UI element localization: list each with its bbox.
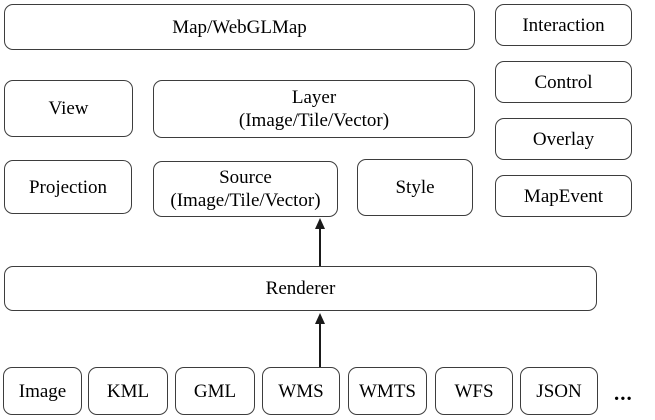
node-mapevent-label: MapEvent — [523, 185, 604, 207]
more-formats-ellipsis: ... — [614, 381, 633, 405]
node-overlay: Overlay — [495, 118, 632, 160]
node-interaction: Interaction — [495, 4, 632, 46]
node-format-kml-label: KML — [106, 380, 150, 402]
node-format-wmts-label: WMTS — [359, 380, 416, 402]
node-projection-label: Projection — [28, 176, 108, 198]
node-format-json: JSON — [520, 367, 598, 415]
arrow-formats-to-renderer-head — [315, 313, 325, 324]
node-map-webglmap-label: Map/WebGLMap — [172, 16, 307, 38]
node-view-label: View — [48, 98, 89, 119]
node-source: Source (Image/Tile/Vector) — [153, 161, 338, 217]
node-format-wmts: WMTS — [348, 367, 427, 415]
node-view: View — [4, 80, 133, 137]
node-format-gml-label: GML — [193, 380, 237, 402]
node-format-image-label: Image — [18, 380, 67, 402]
node-layer: Layer (Image/Tile/Vector) — [153, 80, 475, 138]
node-format-json-label: JSON — [536, 380, 582, 402]
node-source-sublabel: (Image/Tile/Vector) — [170, 190, 321, 211]
arrow-formats-to-renderer-line — [319, 323, 321, 367]
node-format-kml: KML — [88, 367, 168, 415]
node-interaction-label: Interaction — [522, 14, 605, 36]
node-projection: Projection — [4, 160, 132, 214]
node-format-wfs: WFS — [435, 367, 513, 415]
node-renderer: Renderer — [4, 266, 597, 311]
node-format-wms-label: WMS — [278, 380, 324, 402]
node-layer-label: Layer — [291, 87, 337, 108]
arrow-renderer-to-source-head — [315, 218, 325, 229]
node-layer-sublabel: (Image/Tile/Vector) — [238, 110, 390, 131]
node-source-label: Source — [219, 167, 272, 188]
node-control-label: Control — [534, 71, 593, 93]
arrow-renderer-to-source-line — [319, 228, 321, 266]
node-renderer-label: Renderer — [265, 278, 336, 299]
node-format-gml: GML — [175, 367, 255, 415]
node-overlay-label: Overlay — [532, 128, 595, 150]
node-map-webglmap: Map/WebGLMap — [4, 4, 475, 50]
node-format-image: Image — [3, 367, 82, 415]
node-style: Style — [357, 159, 473, 216]
node-control: Control — [495, 61, 632, 103]
node-format-wfs-label: WFS — [454, 380, 494, 402]
node-format-wms: WMS — [262, 367, 340, 415]
node-mapevent: MapEvent — [495, 175, 632, 217]
node-style-label: Style — [395, 177, 435, 198]
